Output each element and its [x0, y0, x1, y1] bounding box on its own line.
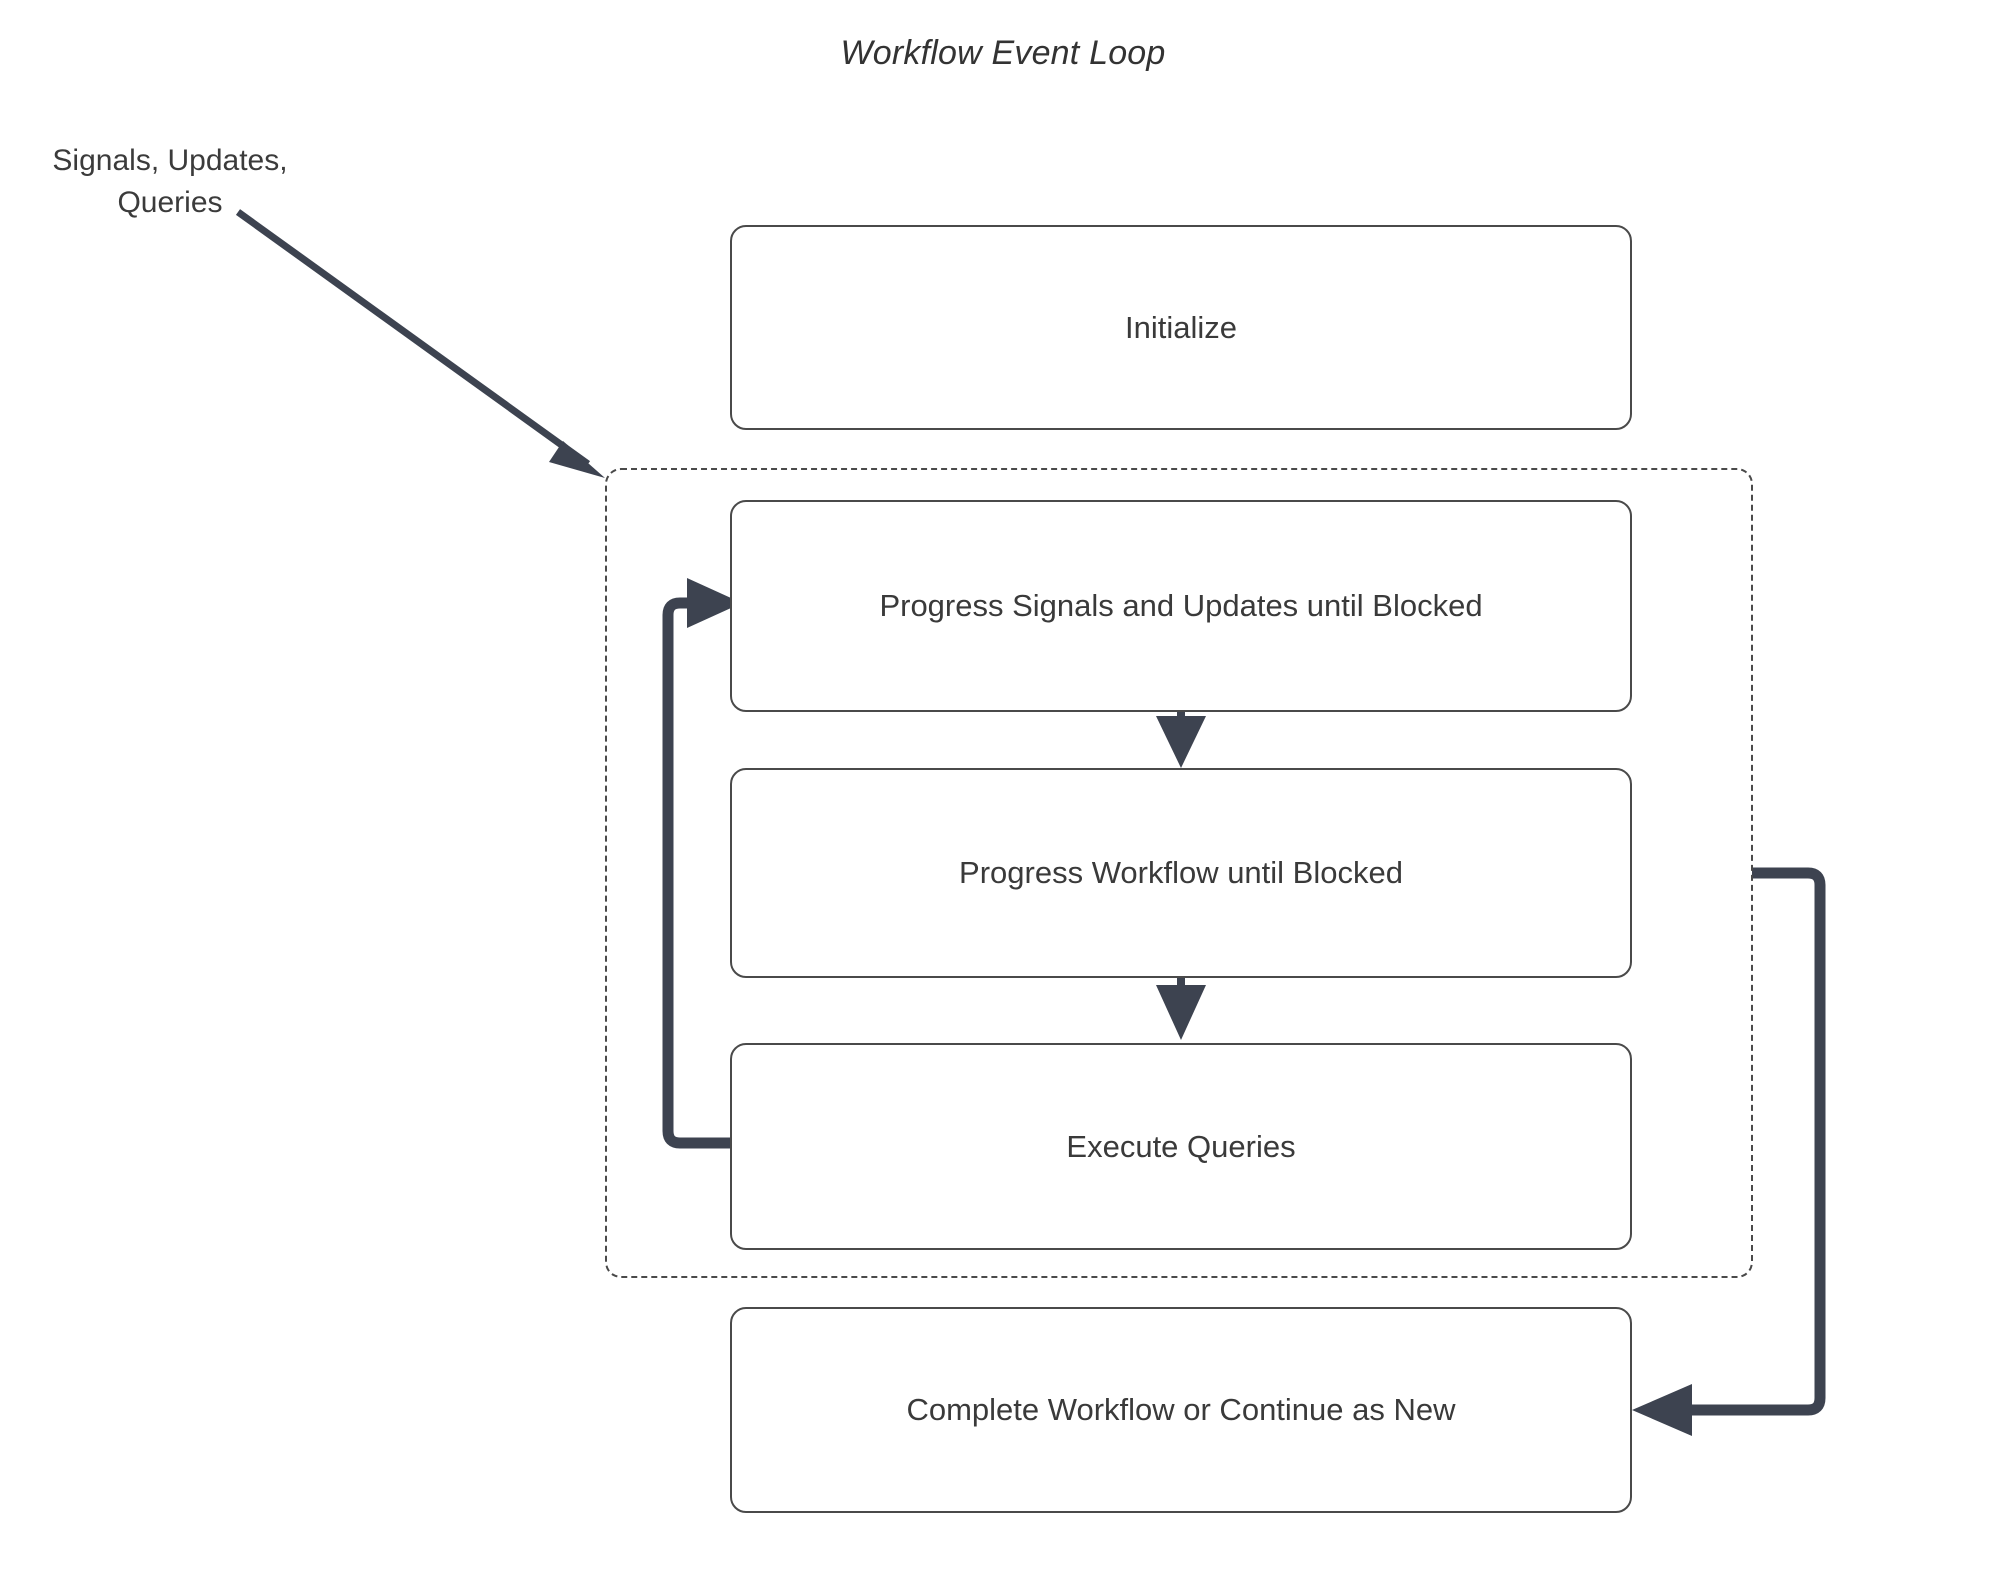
- node-complete-workflow[interactable]: Complete Workflow or Continue as New: [730, 1307, 1632, 1513]
- edge-queries-loopback: [662, 578, 742, 1149]
- node-complete-workflow-label: Complete Workflow or Continue as New: [906, 1392, 1456, 1427]
- event-loop-group-container: [605, 468, 1753, 1278]
- page-title: Workflow Event Loop: [840, 34, 1166, 72]
- node-progress-signals-updates[interactable]: Progress Signals and Updates until Block…: [730, 500, 1632, 712]
- node-progress-workflow-label: Progress Workflow until Blocked: [959, 855, 1403, 890]
- edge-signals-to-loop: [235, 209, 605, 478]
- external-input-label-line-2: Queries: [117, 186, 223, 219]
- edge-workflow-to-queries: [1156, 978, 1206, 1040]
- edge-loop-to-complete: [1632, 867, 1826, 1436]
- node-execute-queries[interactable]: Execute Queries: [730, 1043, 1632, 1250]
- node-progress-workflow[interactable]: Progress Workflow until Blocked: [730, 768, 1632, 978]
- external-input-label-line-1: Signals, Updates,: [52, 144, 288, 177]
- edge-signals-to-workflow: [1156, 712, 1206, 768]
- external-input-label: Signals, Updates, Queries: [20, 140, 320, 224]
- node-progress-signals-updates-label: Progress Signals and Updates until Block…: [879, 588, 1483, 623]
- node-initialize[interactable]: Initialize: [730, 225, 1632, 430]
- node-initialize-label: Initialize: [1125, 309, 1237, 345]
- node-execute-queries-label: Execute Queries: [1066, 1128, 1296, 1164]
